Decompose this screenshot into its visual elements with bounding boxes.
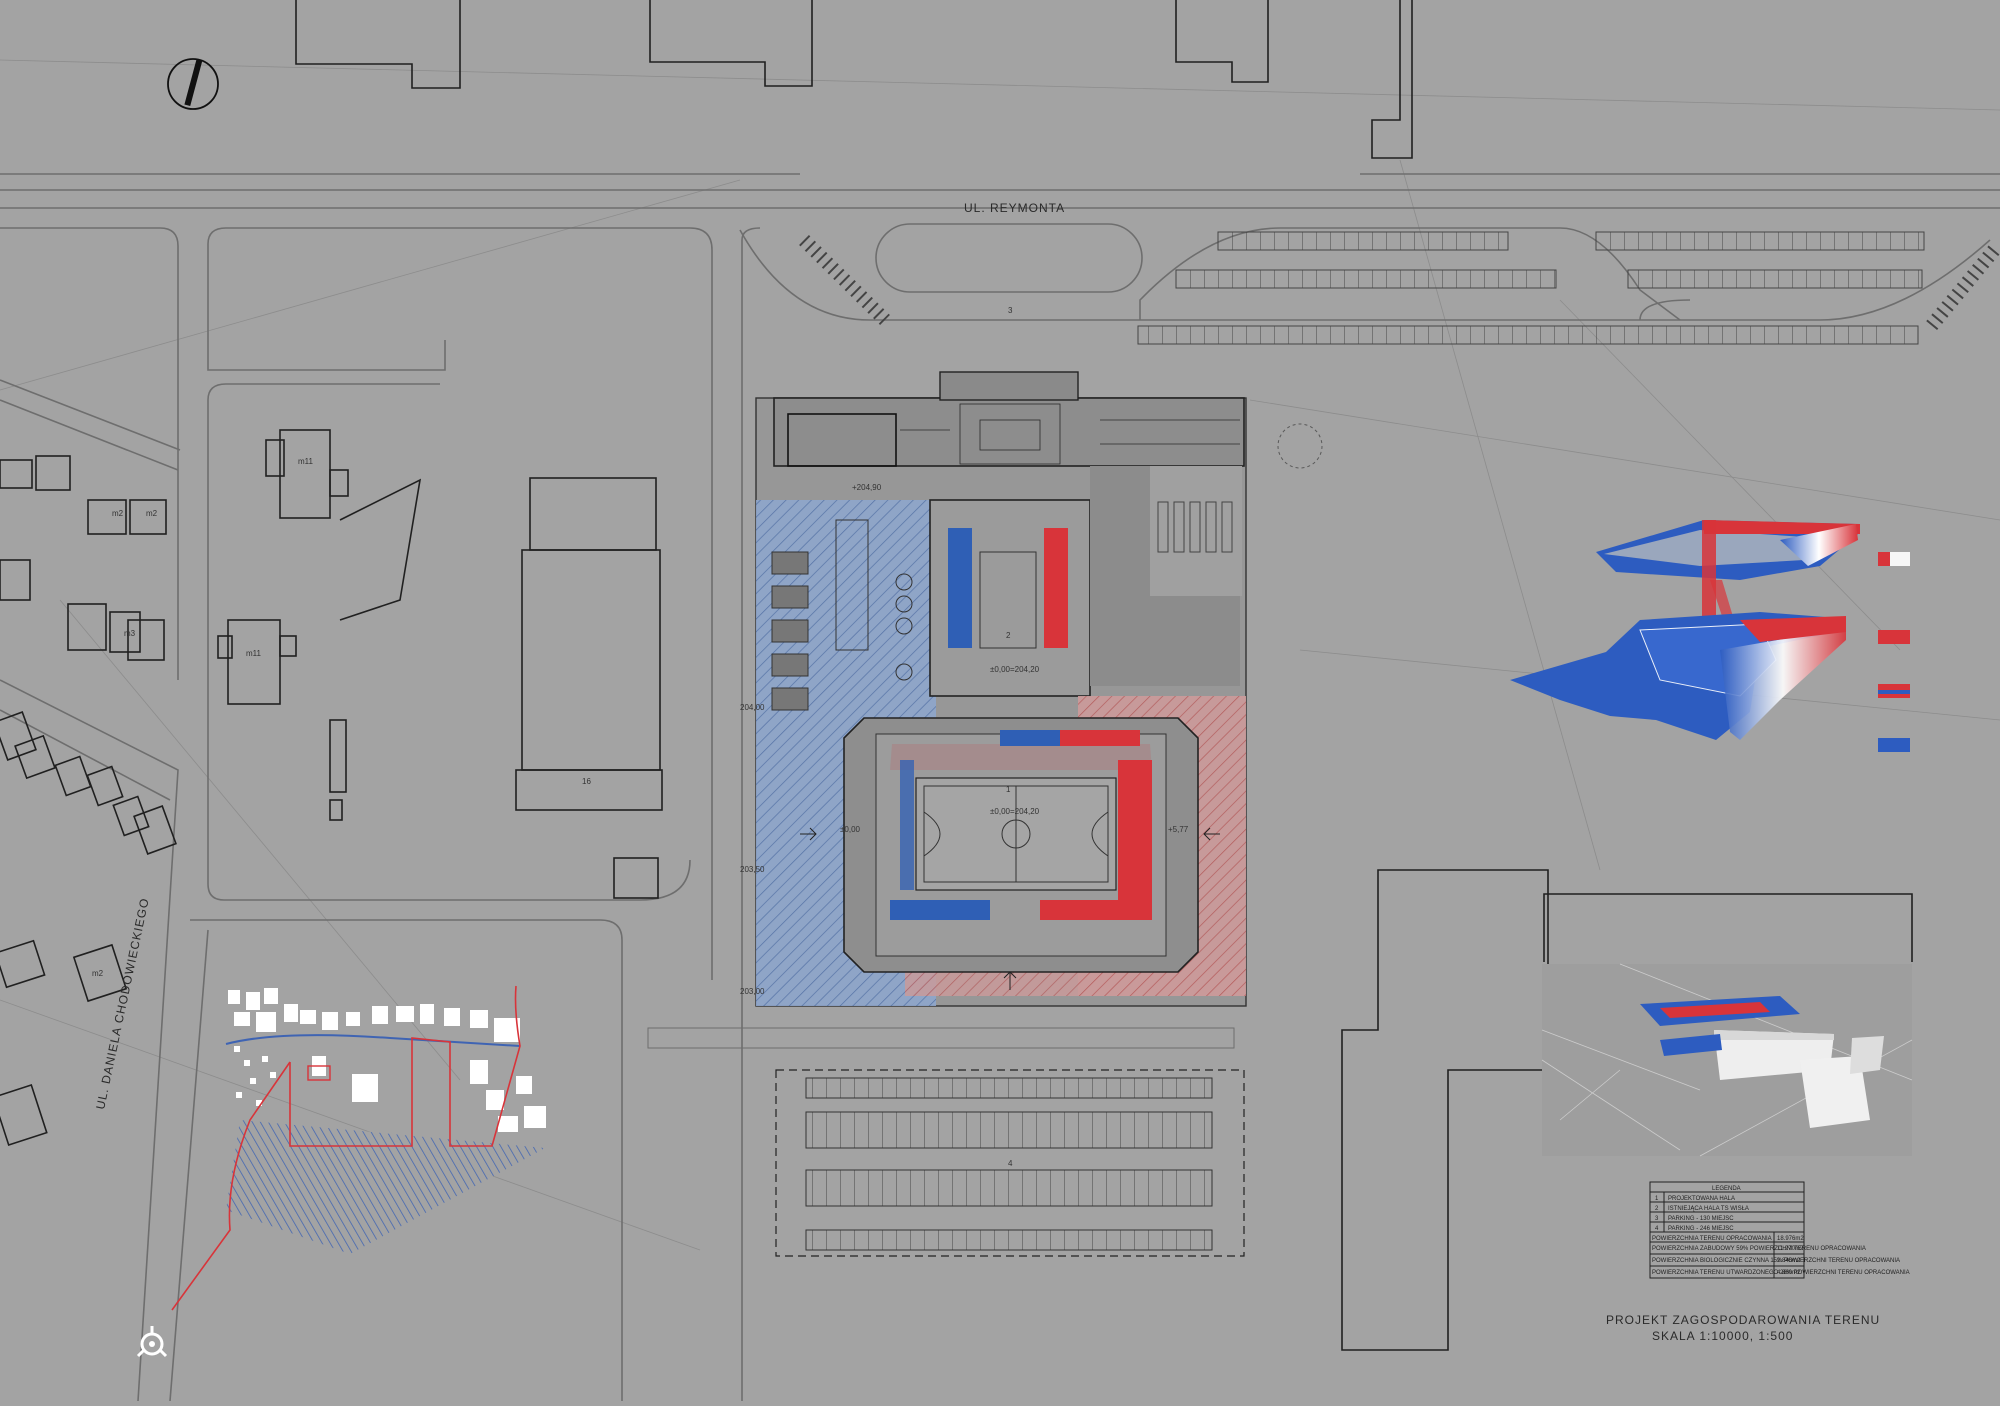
west-street-grid [0,227,761,1402]
reymonta-street: UL. REYMONTA [0,173,2000,215]
level-c: 203,00 [740,987,765,996]
reymonta-street-label: UL. REYMONTA [964,201,1065,215]
svg-text:POWIERZCHNIA TERENU UTWARDZONE: POWIERZCHNIA TERENU UTWARDZONEGO 26% POW… [1652,1270,1910,1276]
marker-2: 2 [1006,631,1011,640]
svg-text:LEGENDA: LEGENDA [1712,1186,1741,1192]
svg-text:POWIERZCHNIA ZABUDOWY 59% POWI: POWIERZCHNIA ZABUDOWY 59% POWIERZCHNI TE… [1652,1246,1866,1252]
south-parking: 4 [647,1027,1245,1257]
level-pool: +204,90 [852,483,882,492]
svg-text:PROJEKTOWANA HALA: PROJEKTOWANA HALA [1668,1196,1735,1202]
svg-text:POWIERZCHNIA BIOLOGICZNIE CZYN: POWIERZCHNIA BIOLOGICZNIE CZYNNA 15% POW… [1652,1258,1900,1264]
west-house-labels: m11 m11 m2 m2 m3 m2 [92,457,314,978]
west-houses [0,429,422,1146]
top-buildings [295,0,1413,159]
title-line-1: PROJEKT ZAGOSPODAROWANIA TERENU [1606,1313,1880,1327]
svg-text:11.270m2: 11.270m2 [1777,1246,1804,1252]
building-16: 16 [515,477,663,899]
svg-text:4.860m2: 4.860m2 [1777,1270,1801,1276]
svg-text:m3: m3 [124,629,136,638]
svg-text:1: 1 [1655,1196,1659,1202]
emblem-icon [1878,552,1910,566]
north-parking-area: 3 [739,223,2000,345]
flag-red-icon [1878,630,1910,644]
svg-text:ISTNIEJĄCA HALA TS WISŁA: ISTNIEJĄCA HALA TS WISŁA [1668,1206,1749,1212]
axonometric-diagram [1510,520,1910,752]
perspective-render [1541,963,1913,1157]
level-hall2: ±0,00=204,20 [990,665,1040,674]
level-a: 204,00 [740,703,765,712]
marker-3: 3 [1008,306,1013,315]
flag-blue-icon [1878,738,1910,752]
svg-text:4: 4 [1655,1226,1659,1232]
compass-icon [136,1326,168,1358]
east-structures [1277,423,1913,1351]
svg-text:m2: m2 [112,509,124,518]
svg-text:2.846m2: 2.846m2 [1777,1258,1801,1264]
svg-text:3: 3 [1655,1216,1659,1222]
level-left: ±0,00 [840,825,861,834]
level-hall1: ±0,00=204,20 [990,807,1040,816]
project-site: +204,90 2 ±0,00=204,20 [740,371,1247,1007]
svg-text:m11: m11 [298,457,314,466]
marker-4: 4 [1008,1159,1013,1168]
svg-text:16: 16 [582,777,591,786]
context-map [171,985,546,1311]
flag-mixed-icon [1878,684,1910,698]
legend-table: LEGENDA 1 PROJEKTOWANA HALA 2 ISTNIEJĄCA… [1649,1181,1910,1279]
svg-text:POWIERZCHNIA TERENU OPRACOWANI: POWIERZCHNIA TERENU OPRACOWANIA [1652,1236,1772,1242]
svg-text:m2: m2 [146,509,158,518]
svg-text:18.976m2: 18.976m2 [1777,1236,1804,1242]
level-b: 203,50 [740,865,765,874]
svg-text:PARKING - 246 MIEJSC: PARKING - 246 MIEJSC [1668,1226,1734,1232]
title-line-2: SKALA 1:10000, 1:500 [1652,1329,1793,1343]
svg-text:m2: m2 [92,969,104,978]
level-right: +5,77 [1168,825,1189,834]
svg-text:2: 2 [1655,1206,1659,1212]
north-arrow-icon [167,58,219,110]
chodowieckiego-street-label: UL. DANIELA CHODOWIECKIEGO [93,896,152,1110]
svg-text:PARKING - 130 MIEJSC: PARKING - 130 MIEJSC [1668,1216,1734,1222]
svg-text:m11: m11 [246,649,262,658]
marker-1: 1 [1006,785,1011,794]
